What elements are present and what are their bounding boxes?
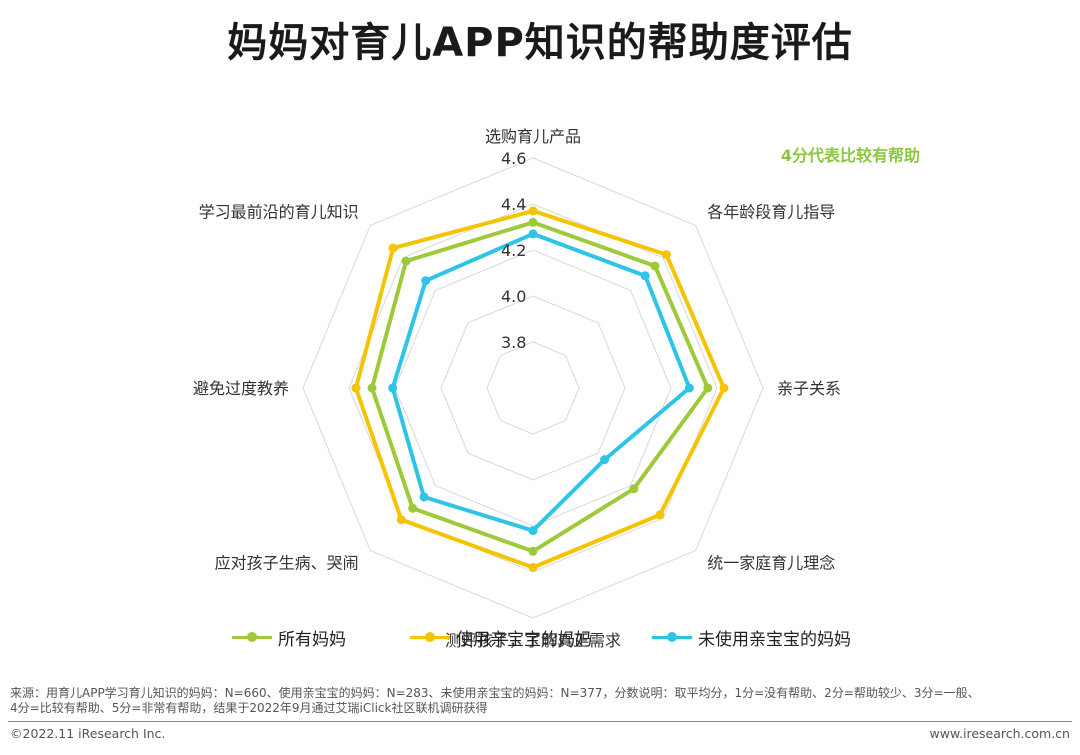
tick-label-4: 4.6 [501,149,526,168]
series-0-point-1 [650,261,660,271]
tick-label-1: 4.0 [501,287,526,306]
series-1-point-2 [719,383,729,393]
legend-swatch-1 [410,631,450,643]
series-1-point-6 [351,383,361,393]
series-2-point-0 [528,229,538,239]
series-1-point-3 [655,510,665,520]
category-label-2: 亲子关系 [777,379,841,398]
series-2-point-4 [528,526,538,536]
category-label-1: 各年龄段育儿指导 [707,203,835,222]
scale-note: 4分代表比较有帮助 [780,146,920,165]
tick-label-2: 4.2 [501,241,526,260]
series-1-point-0 [528,206,538,216]
series-2-point-6 [388,383,398,393]
series-0-point-7 [401,256,411,266]
legend-item-0: 所有妈妈 [232,624,346,650]
category-label-7: 学习最前沿的育儿知识 [199,203,359,222]
series-1-point-7 [388,243,398,253]
series-2-point-7 [421,276,431,286]
copyright: ©2022.11 iResearch Inc. [10,726,166,741]
legend-item-1: 使用亲宝宝的妈妈 [410,624,592,650]
grid-ring-0 [486,341,580,435]
grid-ring-1 [440,295,626,481]
series-1-point-1 [661,250,671,260]
series-2-point-1 [640,271,650,281]
legend: 所有妈妈 使用亲宝宝的妈妈 未使用亲宝宝的妈妈 [0,624,1080,650]
legend-label-2: 未使用亲宝宝的妈妈 [698,629,851,650]
category-label-4: 测评孩子，了解真正需求 [445,631,621,650]
series-0-point-0 [528,217,538,227]
series-2-point-5 [419,492,429,502]
grid-ring-4 [302,157,764,619]
legend-item-2: 未使用亲宝宝的妈妈 [652,624,851,650]
category-label-3: 统一家庭育儿理念 [707,553,835,572]
website: www.iresearch.com.cn [929,726,1071,741]
series-1-point-5 [396,515,406,525]
series-0-point-5 [408,503,418,513]
legend-swatch-2 [652,631,692,643]
series-0-point-6 [367,383,377,393]
category-label-6: 避免过度教养 [193,379,289,398]
tick-label-0: 3.8 [501,333,526,352]
legend-label-0: 所有妈妈 [278,629,346,650]
series-line-0 [370,220,710,554]
grid-ring-2 [394,249,672,527]
series-2-point-3 [600,455,610,465]
category-label-0: 选购育儿产品 [485,127,581,146]
series-0-point-3 [629,484,639,494]
category-label-5: 应对孩子生病、哭闹 [215,553,359,572]
series-0-point-2 [703,383,713,393]
source-line-2: 4分=比较有帮助、5分=非常有帮助，结果于2022年9月通过艾瑞iClick社区… [10,701,488,715]
source-line-1: 来源：用育儿APP学习育儿知识的妈妈：N=660、使用亲宝宝的妈妈：N=283、… [10,686,980,700]
tick-label-3: 4.4 [501,195,526,214]
page-title: 妈妈对育儿APP知识的帮助度评估 [227,20,853,66]
series-0-point-4 [528,546,538,556]
grid-ring-3 [348,203,718,573]
footer-divider [8,721,1072,722]
legend-swatch-0 [232,631,272,643]
series-1-point-4 [528,562,538,572]
series-line-1 [353,208,726,570]
legend-label-1: 使用亲宝宝的妈妈 [456,629,592,650]
source-note: 来源：用育儿APP学习育儿知识的妈妈：N=660、使用亲宝宝的妈妈：N=283、… [10,686,1072,716]
series-2-point-2 [684,383,694,393]
